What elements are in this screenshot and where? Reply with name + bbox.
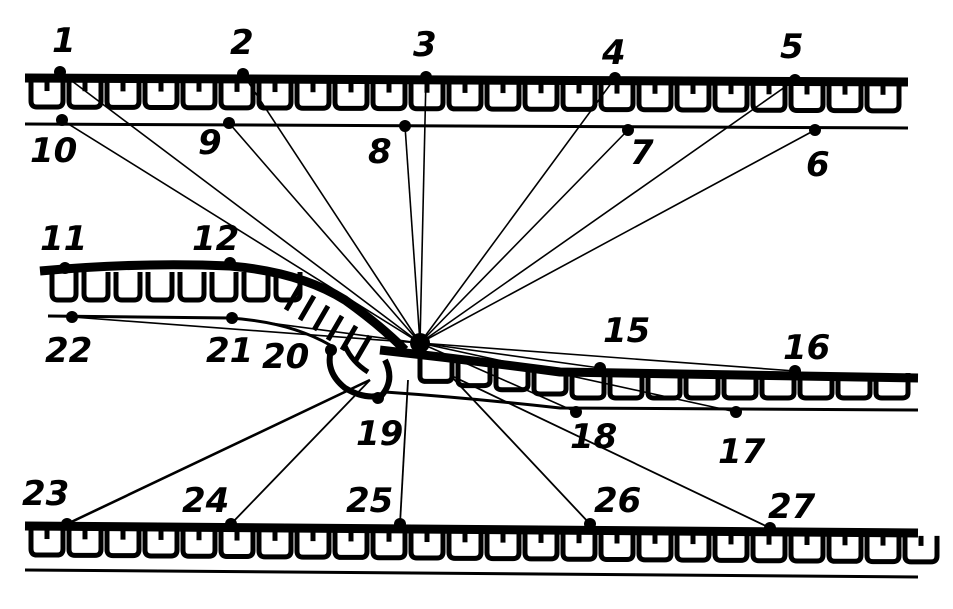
- marker-p19: [372, 392, 384, 404]
- ray-p1: [59, 71, 421, 344]
- vanishing-point: [410, 333, 430, 353]
- label-p9: 9: [198, 123, 222, 163]
- label-p10: 10: [30, 131, 77, 171]
- ray-p18: [419, 342, 577, 413]
- label-p12: 12: [192, 219, 239, 259]
- label-p20: 20: [262, 337, 309, 377]
- ray-p10: [61, 119, 421, 344]
- marker-p15: [594, 362, 606, 374]
- marker-p2: [237, 68, 249, 80]
- marker-p21: [226, 312, 238, 324]
- ray-p25: [399, 379, 409, 525]
- label-p27: 27: [768, 487, 816, 527]
- marker-p25: [394, 518, 406, 530]
- label-p16: 16: [783, 328, 830, 368]
- label-p2: 2: [230, 23, 254, 63]
- ray-p23: [66, 378, 371, 526]
- label-p5: 5: [780, 27, 804, 67]
- marker-p20: [325, 344, 337, 356]
- label-p22: 22: [45, 331, 92, 371]
- label-p1: 1: [52, 21, 76, 61]
- ray-p27: [449, 374, 771, 529]
- ray-p21: [231, 317, 421, 344]
- marker-p17: [730, 406, 742, 418]
- marker-p6: [809, 124, 821, 136]
- marker-p18: [570, 406, 582, 418]
- label-p23: 23: [22, 474, 69, 514]
- marker-p22: [66, 311, 78, 323]
- label-p8: 8: [368, 132, 392, 172]
- point-markers: [54, 66, 821, 534]
- ray-p7: [419, 129, 629, 344]
- ray-p2: [242, 73, 421, 344]
- label-p26: 26: [594, 481, 641, 521]
- ray-p3: [419, 76, 427, 344]
- ray-p24: [230, 379, 371, 525]
- marker-p8: [399, 120, 411, 132]
- label-p7: 7: [630, 133, 654, 173]
- marker-p16: [789, 365, 801, 377]
- label-p18: 18: [570, 417, 617, 457]
- ray-p8: [404, 125, 421, 344]
- marker-p4: [609, 72, 621, 84]
- marker-p11: [59, 262, 71, 274]
- label-p6: 6: [806, 145, 830, 185]
- ray-p4: [419, 77, 616, 344]
- label-p4: 4: [601, 33, 626, 73]
- marker-p26: [584, 518, 596, 530]
- bottom-film-strip: [24, 521, 940, 579]
- marker-p27: [764, 522, 776, 534]
- label-p11: 11: [40, 219, 87, 259]
- ray-p15: [419, 342, 601, 369]
- marker-p9: [223, 117, 235, 129]
- marker-p7: [622, 124, 634, 136]
- label-p24: 24: [182, 481, 229, 521]
- marker-p3: [420, 71, 432, 83]
- marker-p10: [56, 114, 68, 126]
- label-p15: 15: [603, 311, 650, 351]
- projection-rays: [59, 71, 816, 529]
- label-p17: 17: [718, 432, 766, 472]
- ray-p16: [419, 342, 796, 372]
- label-p21: 21: [206, 331, 253, 371]
- ray-p5: [419, 79, 796, 344]
- ray-p17: [419, 342, 737, 413]
- label-p19: 19: [356, 414, 403, 454]
- ray-p22: [71, 316, 421, 344]
- marker-p12: [224, 257, 236, 269]
- ray-p6: [419, 129, 816, 344]
- marker-p1: [54, 66, 66, 78]
- label-p25: 25: [346, 481, 393, 521]
- top-film-strip: [24, 73, 909, 130]
- marker-p23: [61, 518, 73, 530]
- label-p3: 3: [413, 25, 437, 65]
- marker-p24: [225, 518, 237, 530]
- marker-p5: [789, 74, 801, 86]
- ray-p26: [449, 374, 591, 525]
- ray-p9: [228, 122, 421, 344]
